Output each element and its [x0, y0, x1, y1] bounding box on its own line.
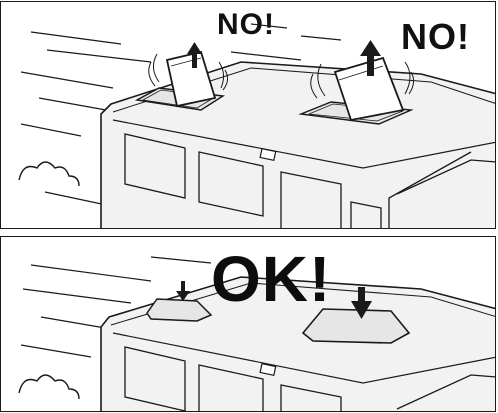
dust-cloud — [19, 162, 79, 186]
rv-roof — [101, 62, 496, 229]
ok-label: OK! — [211, 247, 331, 311]
top-panel-incorrect-vents: NO! NO! — [0, 1, 496, 229]
no-label-left: NO! — [217, 10, 275, 40]
no-label-right: NO! — [401, 19, 470, 55]
bottom-panel-correct-vents: OK! — [0, 236, 496, 412]
dust-cloud-bottom — [19, 375, 79, 399]
